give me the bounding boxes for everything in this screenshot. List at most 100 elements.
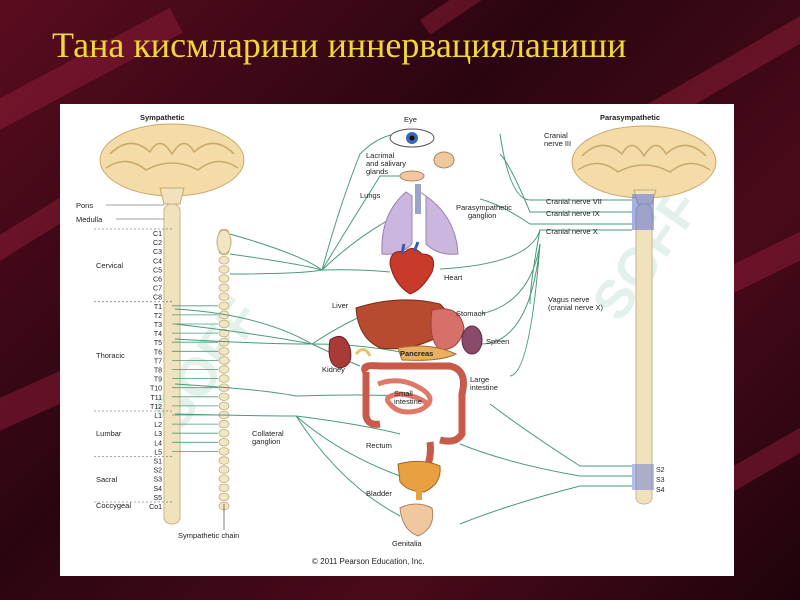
segment-label: L1: [154, 413, 162, 420]
sacral-bar: [632, 464, 654, 490]
segment-label: S5: [153, 495, 162, 502]
label-stomach: Stomach: [456, 309, 486, 318]
lungs-icon: [381, 184, 459, 255]
label-small-intestine-2: intestine: [394, 397, 422, 406]
segment-label: T3: [154, 322, 162, 329]
chain-ganglion: [218, 483, 230, 492]
chain-ganglion: [218, 474, 230, 483]
chain-ganglion: [218, 347, 230, 356]
kidney-icon: [328, 335, 372, 369]
parasympathetic-header: Parasympathetic: [600, 113, 660, 122]
slide-title: Тана кисмларини иннервацияланиши: [52, 25, 627, 65]
label-lacrimal-2: and salivary: [366, 159, 406, 168]
sympathetic-chain: [172, 228, 232, 511]
chain-ganglion: [218, 365, 230, 374]
chain-ganglion: [218, 447, 230, 456]
label-pancreas: Pancreas: [400, 349, 433, 358]
chain-ganglion: [218, 429, 230, 438]
segment-label: C2: [153, 240, 162, 247]
label-cn9: Cranial nerve IX: [546, 209, 600, 218]
label-lacrimal-1: Lacrimal: [366, 151, 395, 160]
label-rectum: Rectum: [366, 441, 392, 450]
chain-ganglion: [218, 301, 230, 310]
label-lungs: Lungs: [360, 191, 381, 200]
segment-labels: C1C2C3C4C5C6C7C8T1T2T3T4T5T6T7T8T9T10T11…: [94, 228, 172, 511]
label-kidney: Kidney: [322, 365, 345, 374]
label-cn3-1: Cranial: [544, 131, 568, 140]
label-sympathetic-chain: Sympathetic chain: [178, 531, 239, 540]
label-cn10: Cranial nerve X: [546, 227, 598, 236]
chain-ganglion: [218, 492, 230, 502]
segment-label: L4: [154, 440, 162, 447]
cranial-nerve-bar: [632, 194, 654, 230]
label-region-lumbar: Lumbar: [96, 429, 122, 438]
segment-label: T4: [154, 331, 162, 338]
chain-ganglion: [218, 283, 230, 292]
label-region-thoracic: Thoracic: [96, 351, 125, 360]
label-eye: Eye: [404, 115, 417, 124]
label-vagus-2: (cranial nerve X): [548, 303, 604, 312]
bladder-icon: [397, 460, 441, 500]
chain-ganglion: [218, 319, 230, 329]
segment-label: C5: [153, 267, 162, 274]
segment-label: T6: [154, 349, 162, 356]
segment-label: Co1: [149, 504, 162, 511]
chain-ganglion: [218, 419, 230, 429]
chain-ganglion: [218, 256, 230, 265]
label-cn7: Cranial nerve VII: [546, 197, 602, 206]
label-liver: Liver: [332, 301, 349, 310]
segment-label: C7: [153, 286, 162, 293]
label-small-intestine-1: Small: [394, 389, 413, 398]
spleen-icon: [461, 325, 483, 355]
label-medulla: Medulla: [76, 215, 103, 224]
label-region-coccygeal: Coccygeal: [96, 501, 131, 510]
chain-ganglion: [218, 438, 230, 447]
label-large-intestine-1: Large: [470, 375, 489, 384]
label-region-cervical: Cervical: [96, 261, 123, 270]
label-collateral-1: Collateral: [252, 429, 284, 438]
label-vagus-1: Vagus nerve: [548, 295, 590, 304]
spinal-cord-right: [635, 203, 653, 505]
segment-label: C6: [153, 277, 162, 284]
label-lacrimal-3: glands: [366, 167, 388, 176]
label-large-intestine-2: intestine: [470, 383, 498, 392]
superior-cervical-ganglion: [216, 229, 232, 255]
sacral-right-label: S2: [656, 467, 665, 474]
segment-label: S1: [153, 459, 162, 466]
innervation-diagram: SOFF SOFF Sympathetic Parasympathetic: [76, 113, 717, 566]
label-parasym-ganglion-1: Parasympathetic: [456, 203, 512, 212]
chain-ganglion: [218, 392, 230, 401]
chain-ganglion: [218, 456, 230, 465]
sacral-right-label: S3: [656, 477, 665, 484]
segment-label: S4: [153, 486, 162, 493]
chain-ganglion: [218, 274, 230, 283]
label-pons: Pons: [76, 201, 93, 210]
segment-label: L5: [154, 449, 162, 456]
pancreas-icon: [397, 345, 458, 361]
segment-label: T8: [154, 368, 162, 375]
spinal-cord-left: [163, 203, 181, 525]
label-cn3-2: nerve III: [544, 139, 571, 148]
label-genitalia: Genitalia: [392, 539, 422, 548]
segment-label: C4: [153, 258, 162, 265]
segment-label: T1: [154, 304, 162, 311]
label-region-sacral: Sacral: [96, 475, 118, 484]
sacral-right-label: S4: [656, 487, 665, 494]
label-heart: Heart: [444, 273, 463, 282]
chain-ganglion: [218, 328, 230, 338]
eye-icon: [389, 128, 435, 148]
brain-right-icon: [571, 125, 717, 205]
diagram-panel: SOFF SOFF Sympathetic Parasympathetic: [60, 104, 734, 576]
sympathetic-header: Sympathetic: [140, 113, 185, 122]
segment-label: T7: [154, 358, 162, 365]
chain-ganglion: [218, 292, 230, 301]
segment-label: T5: [154, 340, 162, 347]
label-collateral-2: ganglion: [252, 437, 280, 446]
segment-label: L2: [154, 422, 162, 429]
segment-label: C8: [153, 295, 162, 302]
heart-icon: [389, 241, 435, 295]
segment-label: T12: [150, 404, 162, 411]
segment-label: C3: [153, 249, 162, 256]
chain-ganglion: [218, 356, 230, 365]
segment-label: L3: [154, 431, 162, 438]
